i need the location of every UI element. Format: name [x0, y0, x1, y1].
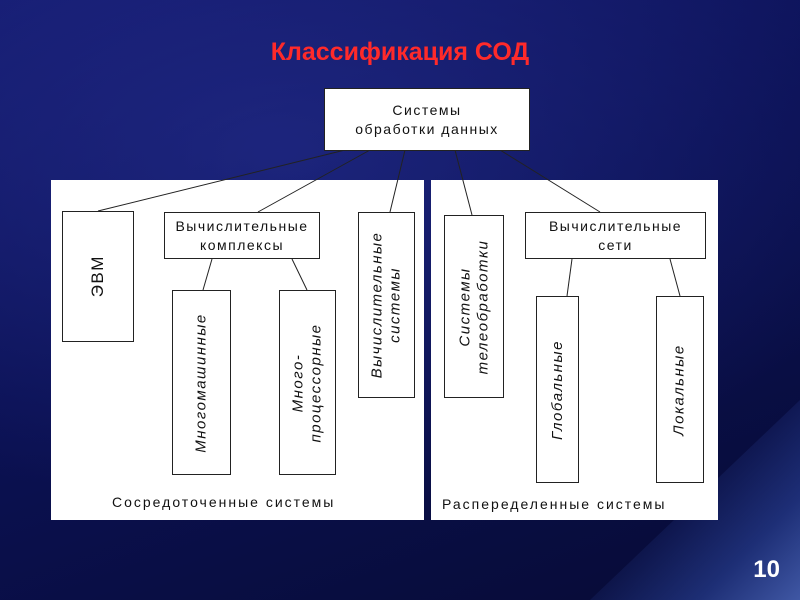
evm-box: ЭВМ [62, 211, 134, 342]
slide-title: Классификация СОД [270, 38, 530, 66]
local-networks-box: Локальные [656, 296, 704, 483]
evm-label: ЭВМ [87, 255, 107, 298]
local-networks-label: Локальные [671, 343, 688, 436]
computing-networks-label: Вычислительные сети [548, 218, 683, 253]
distributed-systems-caption: Распеределенные системы [442, 496, 667, 512]
computing-systems-box: Вычислительные системы [358, 212, 415, 398]
multi-machine-box: Многомашинные [172, 290, 231, 475]
teleprocessing-label: Системы телеобработки [456, 239, 491, 374]
computing-complexes-label: Вычислительные комплексы [175, 218, 309, 253]
global-networks-label: Глобальные [548, 339, 566, 440]
root-data-processing-systems-box: Системы обработки данных [324, 88, 530, 151]
computing-systems-label: Вычислительные системы [368, 231, 404, 379]
multi-processor-label: Много- процессорные [289, 322, 325, 443]
concentrated-systems-caption: Сосредоточенные системы [112, 494, 336, 510]
teleprocessing-box: Системы телеобработки [444, 215, 504, 398]
computing-networks-box: Вычислительные сети [525, 212, 706, 259]
root-label: Системы обработки данных [355, 102, 499, 137]
multi-processor-box: Много- процессорные [279, 290, 336, 475]
computing-complexes-box: Вычислительные комплексы [164, 212, 320, 259]
multi-machine-label: Многомашинные [192, 312, 210, 453]
page-number: 10 [753, 556, 780, 583]
global-networks-box: Глобальные [536, 296, 579, 483]
